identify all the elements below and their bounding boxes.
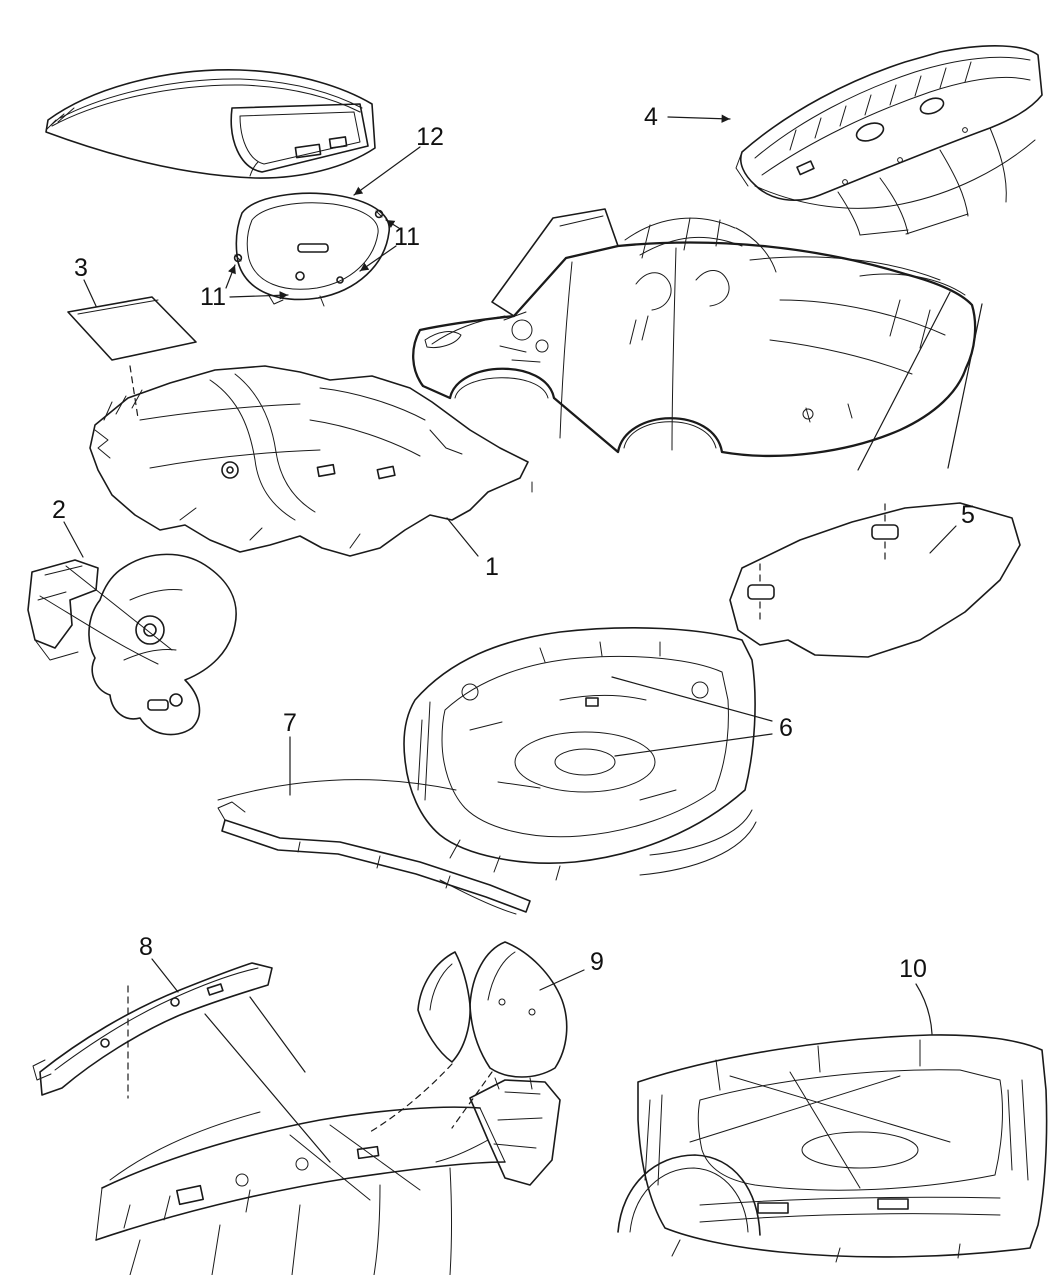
floor-carpet-drawing [89, 365, 529, 557]
callout-6: 6 [779, 714, 793, 742]
deck-lid-drawing [45, 69, 376, 179]
trunk-interior-drawing [403, 627, 757, 881]
callout-12: 12 [416, 123, 444, 151]
cowl-trim-drawing [32, 962, 331, 1163]
silencer-pad-drawing [67, 296, 197, 419]
callout-11-left: 11 [200, 283, 226, 311]
trim-panel-screw-right [374, 209, 384, 219]
callout-leader-lines [63, 114, 957, 1035]
callout-9: 9 [590, 948, 604, 976]
callout-3: 3 [74, 254, 88, 282]
wheelhouse-covers-drawing [369, 941, 568, 1133]
callout-1: 1 [485, 553, 499, 581]
rear-body-drawing [617, 1034, 1048, 1263]
bulkhead-panel-drawing [735, 45, 1043, 236]
quarter-body-section-drawing [95, 1079, 561, 1275]
callout-8: 8 [139, 933, 153, 961]
callout-7: 7 [283, 709, 297, 737]
callout-11-right: 11 [394, 223, 420, 251]
callout-10: 10 [899, 955, 927, 983]
trunk-mat-drawing [729, 502, 1021, 658]
callout-labels: 1 2 3 4 5 6 7 8 9 10 11 11 12 [52, 103, 975, 983]
callout-2: 2 [52, 496, 66, 524]
sill-trim-drawing [217, 779, 531, 915]
insulation-pads-drawing [27, 553, 237, 736]
callout-4: 4 [644, 103, 658, 131]
callout-5: 5 [961, 501, 975, 529]
trim-panel-screw-left [233, 253, 243, 263]
vehicle-body-drawing [412, 208, 983, 493]
deck-lid-trim-panel-drawing [235, 192, 390, 307]
